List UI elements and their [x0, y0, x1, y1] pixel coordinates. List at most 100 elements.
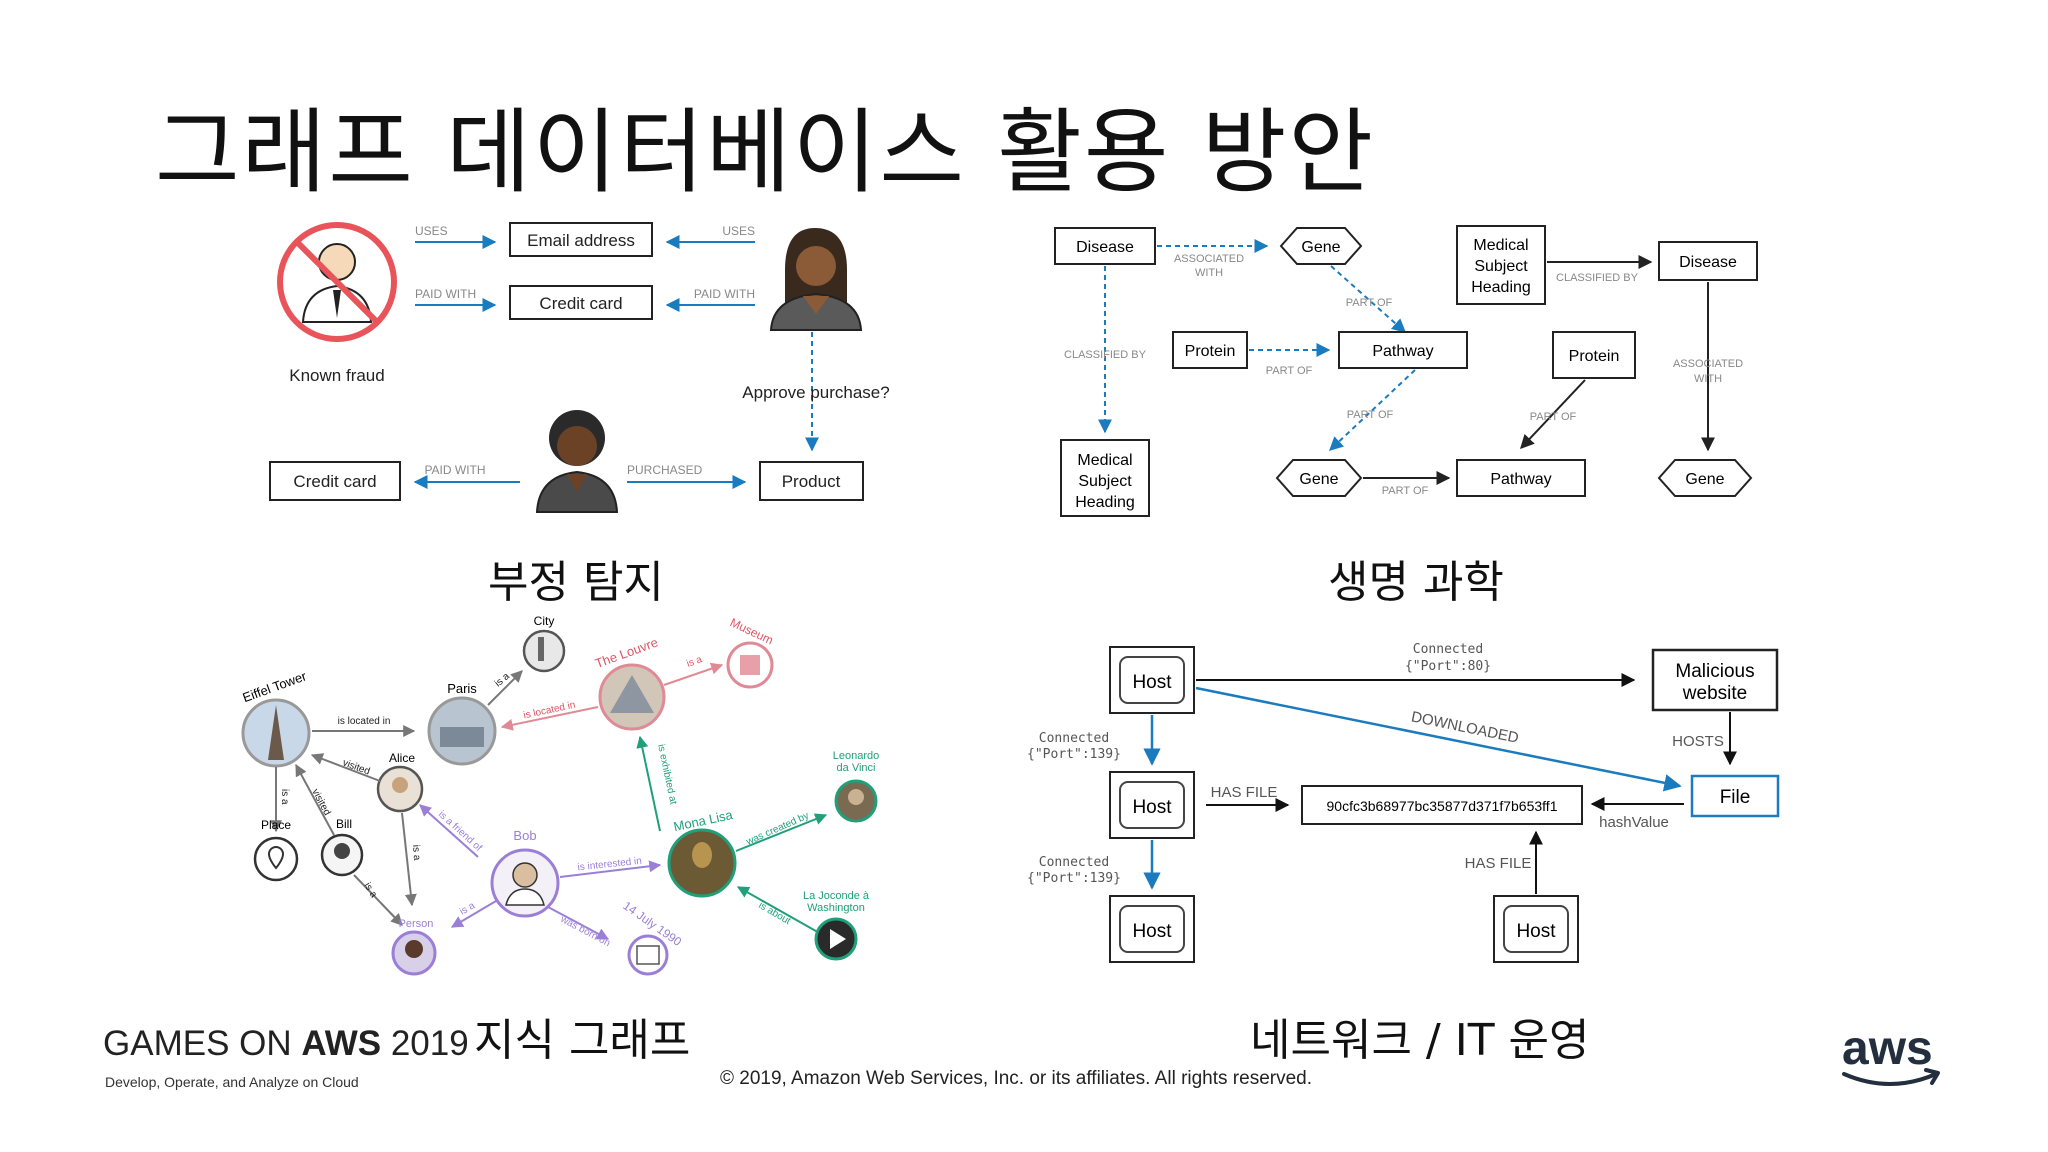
malicious-label-1: Malicious: [1675, 661, 1754, 682]
person-label: Person: [399, 918, 434, 930]
associated-with-right-label-2: WITH: [1694, 373, 1722, 385]
msh-left-label-1: Medical: [1077, 452, 1132, 469]
man-avatar-icon: [535, 410, 619, 513]
is-about-arrow: [736, 886, 831, 940]
pathway-top-label: Pathway: [1372, 343, 1433, 360]
caption-life-science: 생명 과학: [1328, 557, 1504, 608]
is-about-label: is about: [757, 900, 793, 927]
created-by-label: was created by: [744, 810, 811, 848]
part-of-5-arrow: [1520, 379, 1586, 450]
is-a-alice-arrow: [401, 812, 417, 907]
part-of-3-arrow: [1328, 369, 1416, 451]
joconde-label-1: La Joconde à: [803, 890, 870, 902]
has-file-right-label: HAS FILE: [1465, 855, 1532, 872]
credit-card-top-label: Credit card: [539, 294, 622, 313]
hash-value-label: hashValue: [1599, 814, 1669, 831]
place-label: Place: [261, 818, 291, 832]
malicious-website-node: [1651, 648, 1779, 712]
part-of-1-arrow: [1330, 265, 1407, 333]
downloaded-arrow: [1195, 686, 1682, 792]
is-a-louvre-arrow: [663, 662, 724, 686]
located-in-1-label: is located in: [338, 716, 391, 727]
protein-right-node: [1552, 331, 1636, 379]
visited-2-arrow: [295, 763, 335, 836]
disease-right-node: [1658, 241, 1758, 281]
joconde-label-2: Washington: [807, 902, 865, 914]
bill-label: Bill: [336, 817, 352, 831]
connected-mid-label-2: {"Port":139}: [1027, 747, 1121, 762]
city-label: City: [534, 614, 555, 628]
uses-right-label: USES: [722, 224, 755, 238]
email-node-label: Email address: [527, 231, 635, 250]
friend-of-label: is a friend of: [436, 809, 484, 854]
woman-avatar-icon: [769, 228, 863, 331]
credit-card-bottom-node: [269, 461, 401, 501]
downloaded-label: DOWNLOADED: [1410, 708, 1521, 746]
aws-logo-text: aws: [1842, 1022, 1933, 1075]
located-in-2-arrow: [500, 706, 599, 731]
msh-right-label-1: Medical: [1473, 237, 1528, 254]
part-of-4-label: PART OF: [1382, 485, 1429, 497]
product-node-label: Product: [782, 472, 841, 491]
aws-logo-icon: aws: [1842, 1022, 1940, 1086]
credit-card-top-node: [509, 285, 653, 320]
host-mid-label: Host: [1132, 797, 1172, 818]
classified-by-right-label: CLASSIFIED BY: [1556, 272, 1639, 284]
network-it-diagram: Host Connected {"Port":80} Malicious web…: [1027, 642, 1780, 963]
paris-label: Paris: [447, 681, 477, 696]
protein-right-label: Protein: [1569, 348, 1620, 365]
hosts-label: HOSTS: [1672, 733, 1724, 750]
interested-in-arrow: [559, 860, 662, 878]
is-a-place-label: is a: [279, 789, 290, 805]
is-a-alice-label: is a: [410, 844, 422, 861]
is-a-bob-arrow: [450, 900, 497, 928]
caption-fraud: 부정 탐지: [488, 557, 664, 608]
credit-card-bottom-label: Credit card: [293, 472, 376, 491]
slide-title: 그래프 데이터베이스 활용 방안: [155, 99, 1376, 206]
life-science-diagram: Disease ASSOCIATED WITH Gene PART OF CLA…: [1054, 225, 1758, 517]
born-on-label: was born on: [558, 913, 612, 949]
visited-1-arrow: [310, 753, 381, 782]
gene-right-label: Gene: [1685, 471, 1724, 488]
file-label: File: [1720, 787, 1751, 808]
created-by-arrow: [735, 813, 828, 852]
date-node: [627, 934, 669, 976]
place-node: [253, 836, 299, 882]
connected-bot-label-2: {"Port":139}: [1027, 871, 1121, 886]
visited-1-label: visited: [341, 757, 371, 777]
protein-left-node: [1172, 331, 1248, 369]
part-of-5-label: PART OF: [1530, 411, 1577, 423]
disease-left-label: Disease: [1076, 239, 1134, 256]
msh-right-label-2: Subject: [1474, 258, 1528, 275]
part-of-2-label: PART OF: [1266, 365, 1313, 377]
msh-left-label-2: Subject: [1078, 473, 1132, 490]
gene-bottom-node: [1275, 459, 1363, 497]
footer-brand-bold: AWS: [301, 1024, 382, 1063]
part-of-3-label: PART OF: [1347, 409, 1394, 421]
connected-bot-label-1: Connected: [1039, 855, 1109, 870]
located-in-2-label: is located in: [523, 700, 577, 722]
caption-network: 네트워크 / IT 운영: [1250, 1015, 1590, 1066]
gene-bottom-label: Gene: [1299, 471, 1338, 488]
associated-with-label-1: ASSOCIATED: [1174, 253, 1244, 265]
paid-with-right-label: PAID WITH: [694, 287, 755, 301]
pathway-top-node: [1338, 331, 1468, 369]
known-fraud-label: Known fraud: [289, 366, 384, 385]
bob-label: Bob: [513, 828, 536, 843]
msh-left-node: [1060, 439, 1150, 517]
is-a-paris-label: is a: [493, 671, 512, 690]
friend-of-arrow: [419, 804, 479, 858]
is-a-bob-label: is a: [458, 900, 477, 918]
knowledge-graph-diagram: Eiffel Tower is located in Paris is a Ci…: [241, 614, 879, 976]
product-node: [759, 461, 864, 501]
gene-top-node: [1279, 227, 1363, 265]
msh-right-node: [1456, 225, 1546, 305]
msh-right-label-3: Heading: [1471, 279, 1531, 296]
connected-top-label-1: Connected: [1413, 642, 1483, 657]
footer-subtitle: Develop, Operate, and Analyze on Cloud: [105, 1074, 359, 1090]
has-file-left-label: HAS FILE: [1211, 784, 1278, 801]
footer-brand-year: 2019: [381, 1024, 469, 1063]
associated-with-right-label-1: ASSOCIATED: [1673, 358, 1743, 370]
msh-left-label-3: Heading: [1075, 494, 1135, 511]
visited-2-label: visited: [309, 787, 332, 817]
